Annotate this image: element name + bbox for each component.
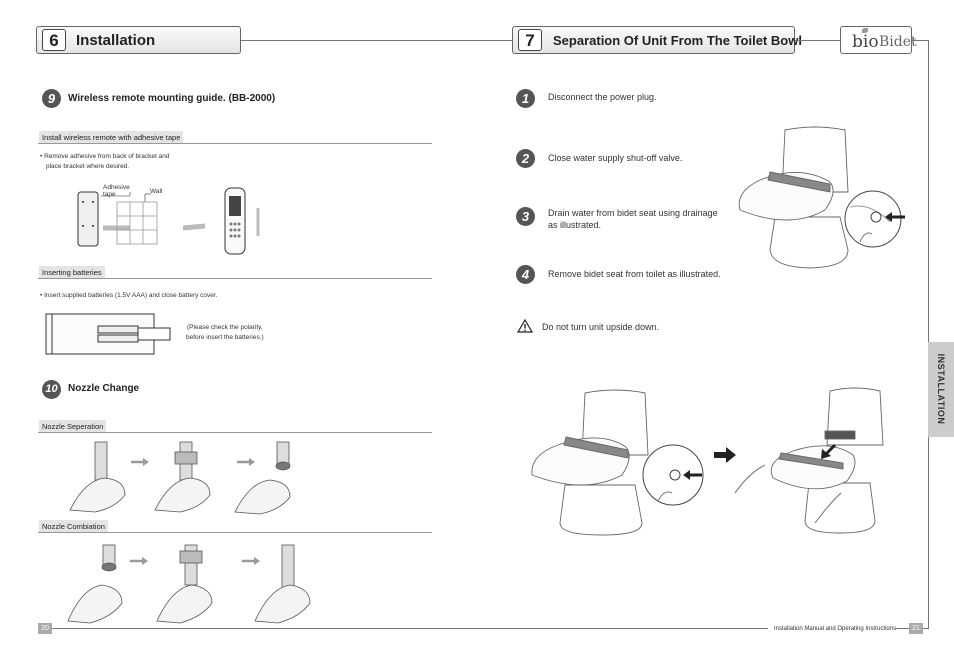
tag-nozzle-separation: Nozzle Seperation <box>39 420 107 433</box>
biobidet-logo: bio Bidet <box>840 26 917 54</box>
step-2-text: Close water supply shut-off valve. <box>548 153 683 163</box>
section-7-title: Separation Of Unit From The Toilet Bowl <box>553 33 802 48</box>
section-6-number: 6 <box>42 29 66 51</box>
tag-nozzle-combination: Nozzle Combiation <box>39 520 108 533</box>
rule-nozzle-separation <box>38 432 432 433</box>
label-wall: Wall <box>150 188 163 195</box>
footer-rule-right-b <box>895 628 909 629</box>
section-6-title: Installation <box>76 32 156 49</box>
section-6-header <box>36 26 241 54</box>
nozzle-combination-illustration <box>67 544 311 624</box>
right-edge-rule-top <box>928 40 929 342</box>
side-tab-label: INSTALLATION <box>936 353 946 425</box>
toilet-drain-illustration <box>738 126 905 269</box>
section-7-number: 7 <box>518 29 542 51</box>
item-9-title: Wireless remote mounting guide. (BB-2000… <box>68 93 276 104</box>
warning-icon <box>516 318 534 333</box>
step-1-badge: 1 <box>516 89 535 108</box>
footer-rule-right-a <box>472 628 768 629</box>
header-rule-left <box>241 40 512 41</box>
step-3-badge: 3 <box>516 207 535 226</box>
remote-mount-illustration <box>77 187 260 255</box>
header-rule-right-a <box>472 40 512 41</box>
polarity-note-2: before insert the batteries.) <box>186 334 264 341</box>
footer-manual-title: Installation Manual and Operating Instru… <box>774 626 897 632</box>
section-7-header <box>512 26 795 54</box>
tag-adhesive: Install wireless remote with adhesive ta… <box>39 131 184 144</box>
polarity-note-1: (Please check the polarity, <box>187 324 263 331</box>
step-1-text: Disconnect the power plug. <box>548 92 657 102</box>
toilet-remove-seat-illustration <box>734 387 884 534</box>
bullet-adhesive-1: • Remove adhesive from back of bracket a… <box>40 153 170 160</box>
step-2-badge: 2 <box>516 149 535 168</box>
tag-batteries: Inserting batteries <box>39 266 105 279</box>
item-9-badge: 9 <box>42 89 61 108</box>
leaf-icon <box>862 28 868 33</box>
label-adhesive-2: tape <box>103 191 116 198</box>
warning-text: Do not turn unit upside down. <box>542 322 660 332</box>
logo-text-bidet: Bidet <box>879 34 917 50</box>
toilet-drain-illustration-2 <box>531 389 704 536</box>
rule-adhesive <box>38 143 432 144</box>
nozzle-separation-illustration <box>69 441 291 515</box>
step-4-badge: 4 <box>516 265 535 284</box>
side-tab-installation: INSTALLATION <box>928 342 954 437</box>
step-4-text: Remove bidet seat from toilet as illustr… <box>548 269 721 279</box>
label-adhesive-1: Adhesive <box>103 184 130 191</box>
footer-rule-right-c <box>923 628 929 629</box>
step-3-text-1: Drain water from bidet seat using draina… <box>548 208 718 218</box>
bullet-batteries: • Insert supplied batteries (1.5V AAA) a… <box>40 292 218 299</box>
rule-nozzle-combination <box>38 532 432 533</box>
rule-batteries <box>38 278 432 279</box>
bullet-adhesive-2: place bracket where desired. <box>46 163 130 170</box>
logo-text-bio: bio <box>852 32 879 52</box>
footer-rule-left <box>52 628 472 629</box>
item-10-title: Nozzle Change <box>68 383 140 394</box>
right-edge-rule-bottom <box>928 437 929 628</box>
item-10-badge: 10 <box>42 380 61 399</box>
page-number-left: 20 <box>38 623 52 634</box>
arrow-right-icon <box>714 447 736 463</box>
header-rule-right-c <box>912 40 928 41</box>
header-rule-right-b <box>795 40 840 41</box>
battery-illustration <box>45 313 171 355</box>
step-3-text-2: as illustrated. <box>548 220 602 230</box>
page-number-right: 21 <box>909 623 923 634</box>
